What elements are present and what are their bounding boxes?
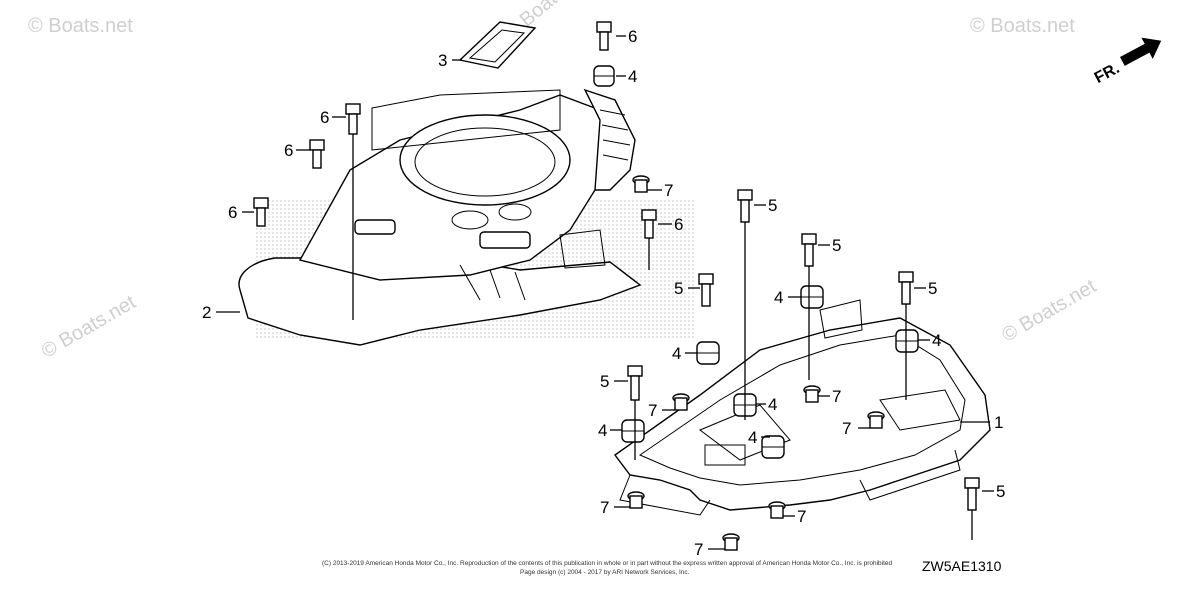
bolt-5-f (964, 477, 980, 511)
callout-3: 3 (438, 51, 447, 70)
callout-4-top: 4 (628, 67, 637, 86)
bolt-6-left-b (309, 139, 325, 169)
callout-7-f: 7 (797, 507, 806, 526)
collar-7-a (632, 175, 650, 193)
callout-7-b: 7 (832, 387, 841, 406)
bolt-6-top (596, 21, 612, 51)
callout-6-left-a: 6 (320, 108, 329, 127)
callout-7-g: 7 (694, 540, 703, 559)
callout-5-b: 5 (832, 236, 841, 255)
collar-7-g (722, 533, 740, 551)
callout-5-e: 5 (600, 372, 609, 391)
callout-4-f: 4 (598, 421, 607, 440)
callout-5-c: 5 (674, 279, 683, 298)
callout-4-g: 4 (748, 428, 757, 447)
callout-4-b: 4 (774, 288, 783, 307)
callout-7-top: 7 (664, 181, 673, 200)
front-arrow-icon (1120, 37, 1162, 66)
collar-7-b (803, 385, 821, 403)
callout-6-right: 6 (674, 215, 683, 234)
callout-6-top: 6 (628, 27, 637, 46)
callout-7-e: 7 (600, 498, 609, 517)
collar-7-c (672, 393, 690, 411)
callout-5-a: 5 (768, 196, 777, 215)
collar-7-f (768, 501, 786, 519)
callout-4-d: 4 (672, 344, 681, 363)
watermark-top-right: © Boats.net (970, 15, 1075, 37)
callout-6-left-b: 6 (284, 141, 293, 160)
copyright-line-1: (C) 2013-2019 American Honda Motor Co., … (322, 560, 893, 567)
callout-5-d: 5 (928, 279, 937, 298)
callout-4-e: 4 (768, 395, 777, 414)
bolt-6-right (641, 209, 657, 239)
bolt-5-d (898, 271, 914, 305)
leader-lines (216, 35, 994, 550)
watermark-left: © Boats.net (38, 291, 140, 363)
collar-7-e (627, 491, 645, 509)
diagram-code: ZW5AE1310 (922, 558, 1002, 574)
callout-6-left-c: 6 (228, 203, 237, 222)
callout-2: 2 (202, 303, 211, 322)
part-2-cover (238, 88, 695, 346)
grommet-4-c (895, 329, 919, 353)
bolt-5-b (801, 233, 817, 267)
copyright-line-2: Page design (c) 2004 - 2017 by ARI Netwo… (520, 569, 690, 576)
bolt-5-e (627, 365, 643, 401)
grommet-4-a (593, 65, 615, 87)
callout-4-c: 4 (932, 331, 941, 350)
grommet-4-g (761, 435, 785, 459)
grommet-4-b (800, 285, 824, 309)
bolt-5-a (737, 189, 753, 223)
bolt-6-left-a (345, 103, 361, 135)
front-direction-label: FR. (1092, 60, 1123, 87)
watermark-right: © Boats.net (998, 275, 1100, 347)
bolt-6-left-c (253, 197, 269, 227)
collar-7-d (867, 411, 885, 429)
watermark-top-left: © Boats.net (28, 15, 133, 37)
grommet-4-d (696, 341, 720, 365)
part-3-gasket (458, 21, 537, 69)
callout-5-f: 5 (996, 482, 1005, 501)
front-direction-indicator: FR. (1092, 37, 1162, 87)
callout-7-d: 7 (842, 419, 851, 438)
grommet-4-f (621, 419, 645, 443)
callout-7-c: 7 (648, 401, 657, 420)
bolt-5-c (698, 273, 714, 307)
callout-1: 1 (994, 413, 1003, 432)
